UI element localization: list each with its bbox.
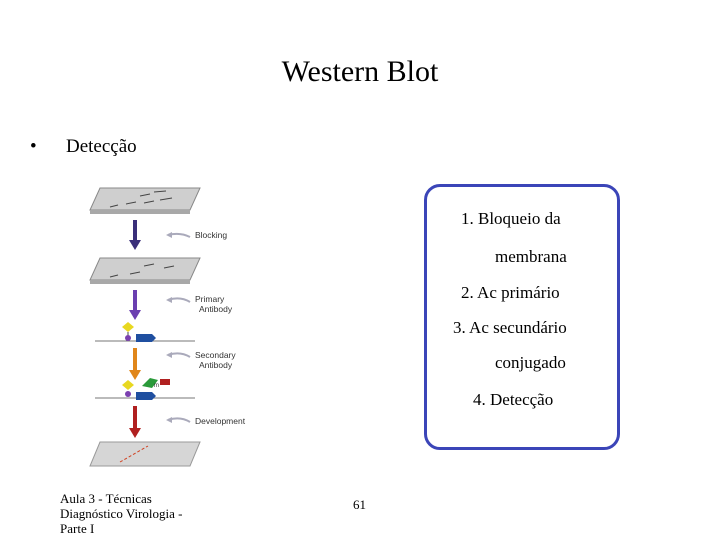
membrane-primary bbox=[95, 322, 195, 342]
label-primary-2: Antibody bbox=[199, 304, 233, 314]
svg-text:m: m bbox=[154, 383, 159, 389]
arrow-secondary: Secondary Antibody bbox=[129, 348, 236, 380]
label-secondary-1: Secondary bbox=[195, 350, 236, 360]
step-3-line-2: conjugado bbox=[495, 353, 566, 372]
page-number: 61 bbox=[353, 497, 366, 512]
footer-line-1: Aula 3 - Técnicas bbox=[60, 491, 152, 506]
label-blocking: Blocking bbox=[195, 230, 227, 240]
bullet-item: • Detecção bbox=[30, 136, 137, 158]
membrane-developed bbox=[89, 441, 201, 467]
step-3-line-1: 3. Ac secundário bbox=[453, 318, 567, 337]
slide-title: Western Blot bbox=[281, 55, 439, 88]
step-4-line-1: 4. Detecção bbox=[473, 390, 554, 409]
arrow-development: Development bbox=[129, 406, 246, 438]
step-1-line-2: membrana bbox=[495, 247, 567, 266]
label-primary-1: Primary bbox=[195, 294, 225, 304]
steps-box: 1. Bloqueio da membrana 2. Ac primário 3… bbox=[424, 184, 620, 450]
arrow-primary: Primary Antibody bbox=[129, 290, 233, 320]
western-blot-diagram: Blocking Primary Antibody Secondary Anti… bbox=[89, 187, 246, 467]
footer-line-2: Diagnóstico Virologia - bbox=[60, 506, 183, 521]
step-1-line-1: 1. Bloqueio da bbox=[461, 209, 561, 228]
membrane-secondary: m bbox=[95, 378, 195, 400]
footer-line-3: Parte I bbox=[60, 521, 95, 536]
membrane-sheet-1 bbox=[89, 187, 201, 214]
arrow-blocking: Blocking bbox=[129, 220, 227, 250]
step-2-line-1: 2. Ac primário bbox=[461, 283, 560, 302]
bullet-dot-icon: • bbox=[30, 136, 37, 157]
footer-course-label: Aula 3 - Técnicas Diagnóstico Virologia … bbox=[60, 491, 210, 536]
label-development: Development bbox=[195, 416, 246, 426]
bullet-text: Detecção bbox=[66, 136, 137, 157]
membrane-sheet-2 bbox=[89, 257, 201, 284]
label-secondary-2: Antibody bbox=[199, 360, 233, 370]
